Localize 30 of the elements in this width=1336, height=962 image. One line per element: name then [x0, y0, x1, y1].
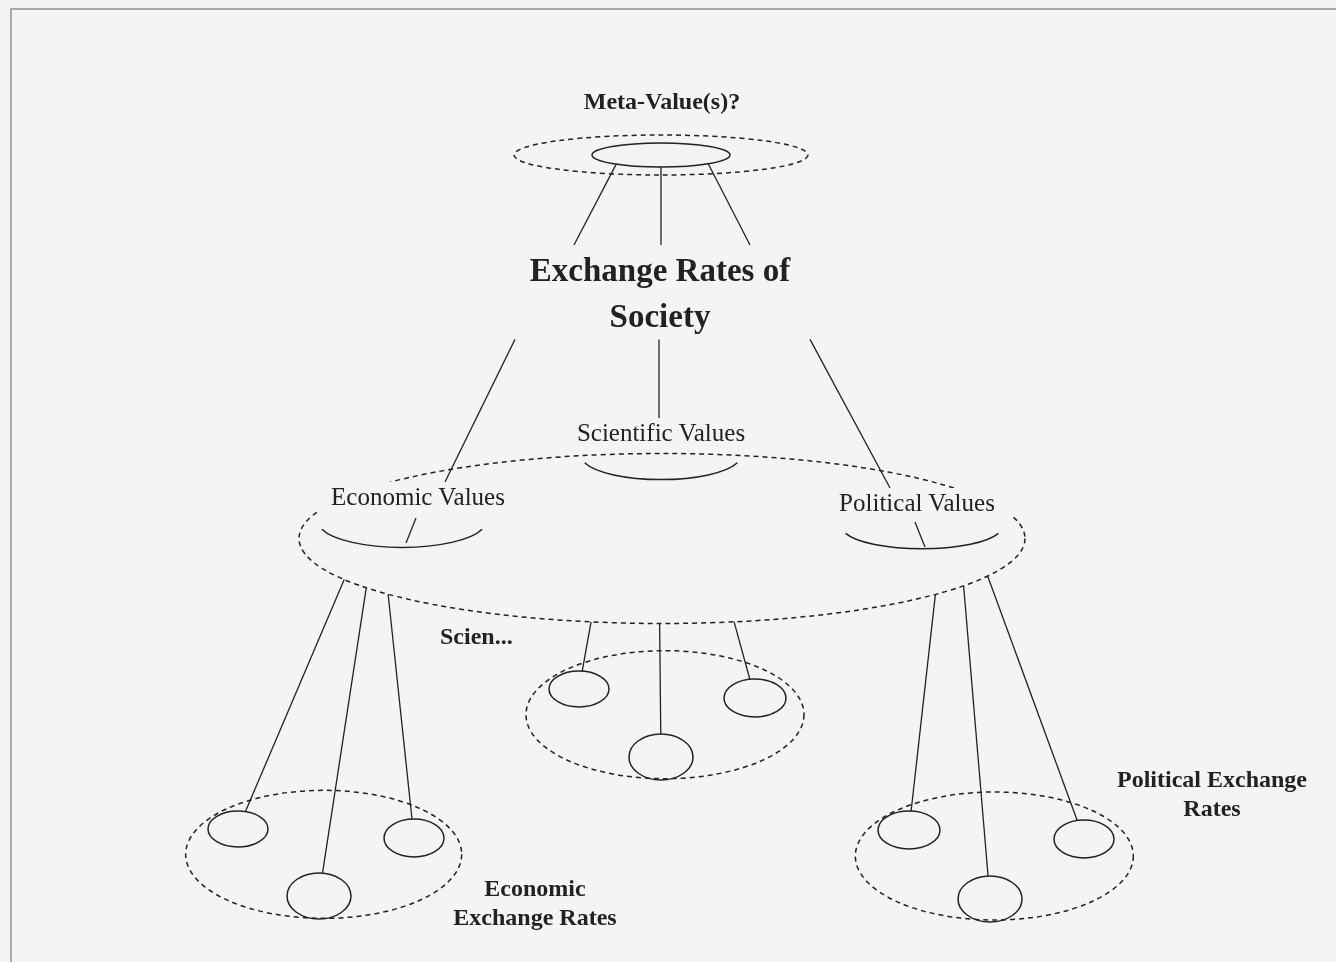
cluster-title: Meta-Value(s)? — [582, 87, 742, 116]
connector-line — [658, 338, 660, 419]
connector-line — [321, 587, 367, 874]
cluster-title: Scien... — [440, 622, 514, 651]
cluster-title: Political Exchange Rates — [1116, 765, 1308, 823]
connector-line — [910, 593, 937, 812]
ellipse — [383, 818, 445, 858]
connector-line — [581, 621, 592, 672]
ellipse — [286, 872, 352, 920]
connector-line — [244, 578, 345, 813]
ellipse — [628, 733, 694, 781]
connector-line — [962, 585, 989, 877]
ellipse — [207, 810, 269, 848]
connector-line — [658, 622, 662, 735]
connector-line — [809, 338, 891, 489]
ellipse — [590, 142, 732, 169]
heading-text: Exchange Rates of Society — [490, 245, 830, 340]
connector-line — [733, 621, 751, 680]
connector-line — [660, 166, 662, 246]
connector-line — [387, 593, 413, 820]
connector-line — [444, 338, 516, 483]
ellipse — [548, 670, 610, 708]
cluster-title: Economic Exchange Rates — [452, 874, 618, 932]
connector-line — [573, 163, 617, 246]
connector-line — [707, 163, 751, 246]
ellipse — [1053, 819, 1115, 859]
ellipse — [957, 875, 1023, 923]
connector-line — [986, 575, 1078, 822]
ellipse — [723, 678, 787, 718]
ellipse — [877, 810, 941, 850]
